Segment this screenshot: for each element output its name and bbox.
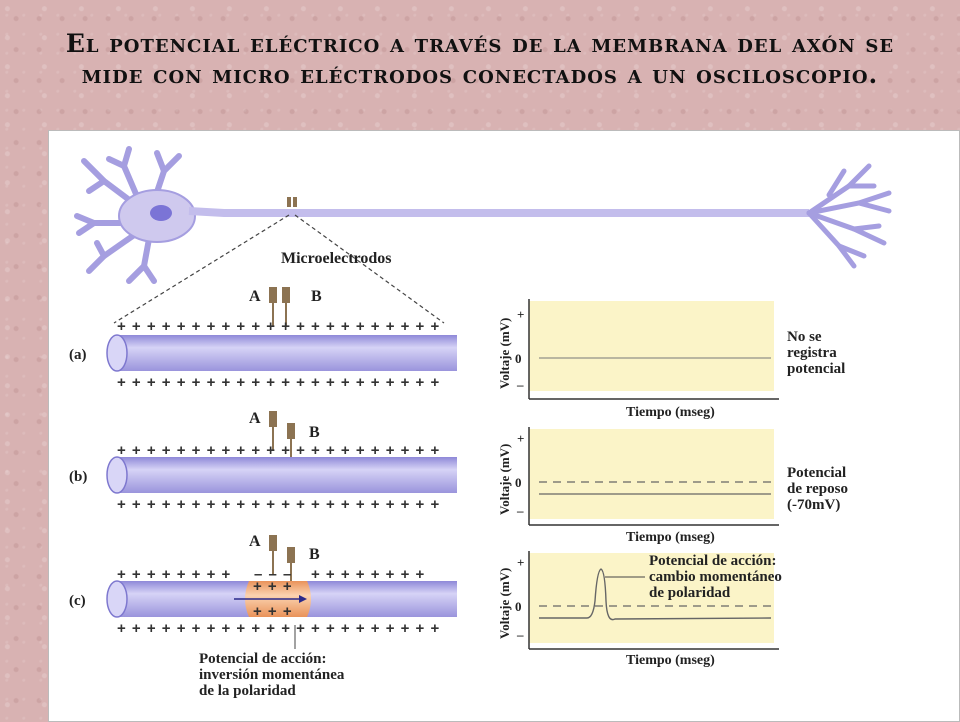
note-a-line-2: registra (787, 345, 837, 361)
inside-charges-a: + + + + + + + + + + + + + + + + + + + + … (117, 374, 440, 391)
note-b: Potencial de reposo (-70mV) (787, 465, 848, 513)
nucleus (150, 205, 172, 221)
outside-charges-c-left: + + + + + + + + (117, 566, 231, 583)
axon-end-a (106, 334, 128, 372)
panel-a: A B + + + + + + + + + + + + + + + + + + … (69, 287, 845, 420)
note-b-line-2: de reposo (787, 481, 848, 497)
x-axis-label-a: Tiempo (mseg) (626, 405, 715, 420)
electrode-a-label-b: A (249, 410, 261, 427)
slide-title: El potencial eléctrico a través de la me… (65, 29, 895, 89)
panel-label-c: (c) (69, 593, 86, 609)
bottom-note-c: Potencial de acción: inversión momentáne… (199, 651, 345, 699)
axon-end-b (106, 456, 128, 494)
axon-long (188, 207, 809, 217)
figure-panel: Microelectrodos A B + + + + + + + + + + … (48, 130, 960, 722)
note-c-line-1: Potencial de acción: (649, 553, 776, 569)
electrode-a-label-c: A (249, 533, 261, 550)
outside-charges-a: + + + + + + + + + + + + + + + + + + + + … (117, 318, 440, 335)
panel-label-a: (a) (69, 347, 87, 363)
action-potential-trace (539, 568, 772, 621)
electrode-b-label-b: B (309, 424, 320, 441)
y-axis-label-a: Voltaje (mV) (497, 318, 512, 389)
panel-c: A B + + + + + + + + – – – + + + + + + + … (69, 533, 782, 699)
note-a-line-1: No se (787, 329, 822, 345)
axon-segment-b (117, 457, 457, 493)
y-minus-c: – (516, 627, 524, 642)
y-plus-a: + (517, 307, 524, 322)
inside-charges-c: + + + + + + + + + + + + + + + + + + + + … (117, 620, 440, 637)
scope-screen-c (529, 553, 774, 643)
electrodes-a (269, 287, 290, 327)
bottom-note-line-1: Potencial de acción: (199, 651, 326, 667)
panel-b: A B + + + + + + + + + + + + + + + + + + … (69, 410, 848, 545)
note-a: No se registra potencial (787, 329, 845, 377)
bottom-note-line-2: inversión momentánea (199, 667, 345, 683)
electrode-b-label: B (311, 288, 322, 305)
electrode-b-label-c: B (309, 546, 320, 563)
outside-charges-c-right: + + + + + + + + (311, 566, 425, 583)
scope-screen-b (529, 429, 774, 519)
y-axis-label-c: Voltaje (mV) (497, 568, 512, 639)
outside-charges-c-mid: – – – (254, 566, 292, 583)
axon-segment-a (117, 335, 457, 371)
y-minus-b: – (516, 503, 524, 518)
note-b-line-1: Potencial (787, 465, 846, 481)
x-axis-label-c: Tiempo (mseg) (626, 653, 715, 668)
note-a-line-3: potencial (787, 361, 845, 377)
zoom-line-right (294, 214, 445, 324)
microelectrodes-label: Microelectrodos (281, 250, 391, 267)
zoom-line-left (113, 214, 290, 324)
x-axis-label-b: Tiempo (mseg) (626, 530, 715, 545)
outside-charges-b: + + + + + + + + + + + + + + + + + + + + … (117, 442, 440, 459)
y-axis-label-b: Voltaje (mV) (497, 444, 512, 515)
axon-end-c (106, 580, 128, 618)
panel-label-b: (b) (69, 469, 87, 485)
y-zero-a: 0 (515, 351, 522, 366)
y-zero-c: 0 (515, 599, 522, 614)
y-zero-b: 0 (515, 475, 522, 490)
scope-screen-a (529, 301, 774, 391)
electrode-a-label: A (249, 288, 261, 305)
y-minus-a: – (516, 377, 524, 392)
note-c: Potencial de acción: cambio momentáneo d… (649, 553, 782, 601)
note-c-line-3: de polaridad (649, 585, 731, 601)
axon-terminals (806, 163, 892, 269)
depolarized-top-charges: + + + (253, 578, 293, 595)
inside-charges-b: + + + + + + + + + + + + + + + + + + + + … (117, 496, 440, 513)
bottom-note-line-3: de la polaridad (199, 683, 296, 699)
neuron-illustration (74, 146, 892, 324)
note-c-line-2: cambio momentáneo (649, 569, 782, 585)
propagation-arrowhead (299, 595, 307, 603)
depolarized-bottom-charges: + + + (253, 603, 293, 620)
note-b-line-3: (-70mV) (787, 497, 840, 513)
y-plus-c: + (517, 555, 524, 570)
y-plus-b: + (517, 431, 524, 446)
small-electrodes (287, 197, 297, 207)
neuron-recording-diagram: Microelectrodos A B + + + + + + + + + + … (69, 146, 892, 699)
